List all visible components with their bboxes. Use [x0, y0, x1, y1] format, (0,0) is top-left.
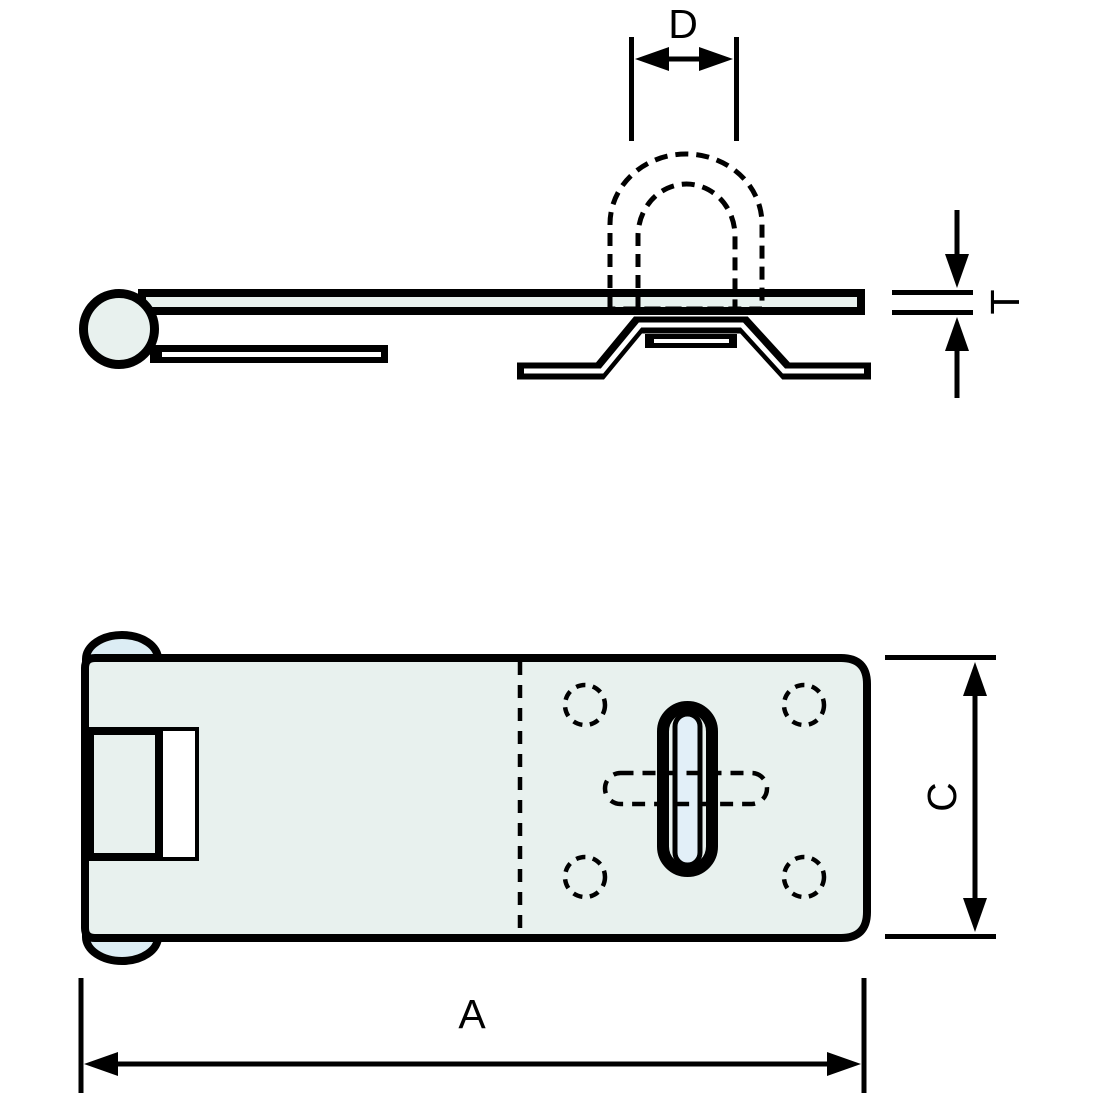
side-view: D T: [79, 1, 1028, 398]
a-arrowhead-left: [84, 1052, 118, 1076]
dimension-d: D: [629, 1, 739, 141]
d-arrowhead-left: [635, 47, 669, 71]
a-dimension-label: A: [458, 991, 486, 1037]
staple-bracket: [517, 316, 871, 380]
t-arrowhead-top: [945, 254, 969, 288]
dimension-a: A: [78, 978, 867, 1093]
hinge-slot-opening: [163, 731, 195, 857]
d-arrowhead-right: [699, 47, 733, 71]
staple-slot: [657, 701, 718, 877]
screw-hole-top-right: [781, 682, 827, 728]
hinge-slot: [86, 727, 199, 861]
d-dimension-label: D: [668, 1, 698, 47]
hinge-knuckle-top: [81, 631, 163, 663]
staple-loop-outer: [607, 151, 765, 312]
hinge-pin: [79, 289, 159, 369]
dimension-t: T: [892, 210, 1028, 398]
hasp-plate: [81, 654, 871, 942]
c-dimension-label: C: [919, 782, 965, 812]
plan-view: C A: [78, 631, 996, 1093]
hinge-leaf-side: [150, 345, 388, 363]
t-dimension-label: T: [982, 289, 1028, 314]
screw-hole-top-left: [562, 682, 608, 728]
c-arrowhead-bottom: [963, 898, 987, 932]
a-arrowhead-right: [827, 1052, 861, 1076]
screw-hole-bottom-right: [781, 854, 827, 900]
hidden-slot-outline: [602, 770, 770, 807]
c-arrowhead-top: [963, 662, 987, 696]
t-arrowhead-bottom: [945, 317, 969, 351]
hinge-knuckle-bottom: [81, 933, 163, 965]
bracket-core: [524, 322, 864, 374]
screw-hole-bottom-left: [562, 854, 608, 900]
staple-slot-inner: [672, 711, 703, 868]
dimension-c: C: [885, 655, 996, 939]
staple-loop-inner: [635, 181, 738, 312]
